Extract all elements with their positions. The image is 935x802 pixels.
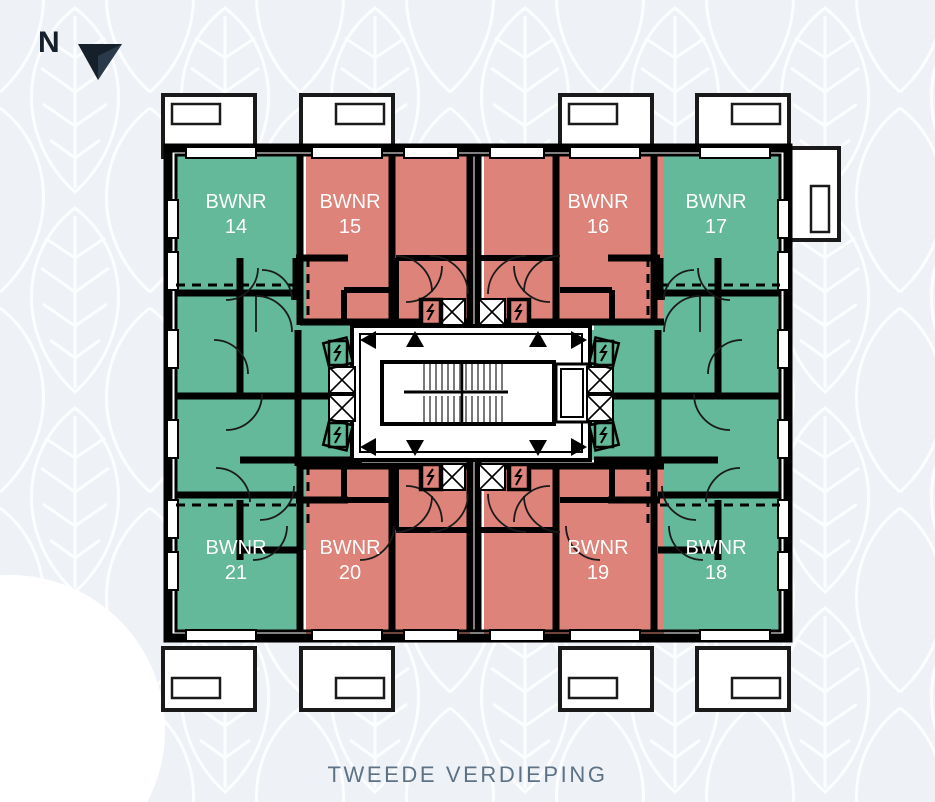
balcony [161, 646, 257, 712]
meter-cupboard [321, 335, 355, 371]
service-shaft [586, 394, 614, 422]
north-indicator: N [38, 26, 128, 84]
balcony [299, 646, 395, 712]
meter-cupboard [321, 417, 355, 453]
stairwell [404, 364, 508, 422]
door-swings [213, 255, 743, 561]
exterior-walls [163, 143, 793, 643]
central-core [350, 324, 592, 462]
balcony [558, 646, 654, 712]
meter-cupboard [418, 297, 444, 327]
unit-area-bwnr-15-b [396, 155, 470, 323]
service-shaft [478, 463, 506, 491]
north-label: N [38, 26, 60, 59]
north-arrow-icon [78, 44, 122, 80]
meter-cupboard [506, 462, 532, 492]
meter-cupboard [587, 417, 621, 453]
service-elements [321, 297, 621, 492]
page-title: TWEEDE VERDIEPING [327, 762, 608, 787]
service-shaft [586, 366, 614, 394]
elevator [554, 362, 590, 424]
service-shaft [478, 298, 506, 326]
interior-walls [176, 155, 780, 631]
unit-area-bwnr-20 [306, 466, 470, 634]
balcony [695, 646, 791, 712]
meter-cupboard [506, 297, 532, 327]
meter-cupboard [418, 462, 444, 492]
decorative-circle [0, 575, 165, 802]
meter-cupboard [587, 335, 621, 371]
service-shaft [328, 394, 356, 422]
service-shaft [328, 366, 356, 394]
